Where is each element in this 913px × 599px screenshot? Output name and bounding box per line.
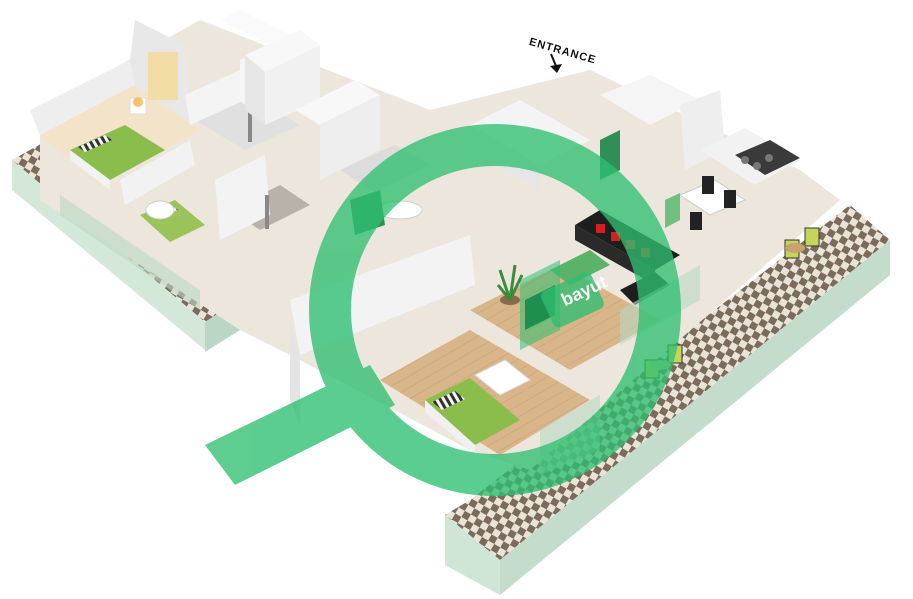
bayut-logo-icon <box>205 124 681 496</box>
wardrobe-blocks <box>245 30 380 180</box>
arrow-down-icon <box>550 53 562 73</box>
bedroom-left <box>30 20 200 190</box>
dining-table <box>665 176 747 230</box>
plant-living <box>496 264 524 305</box>
bedroom-small <box>115 140 250 245</box>
